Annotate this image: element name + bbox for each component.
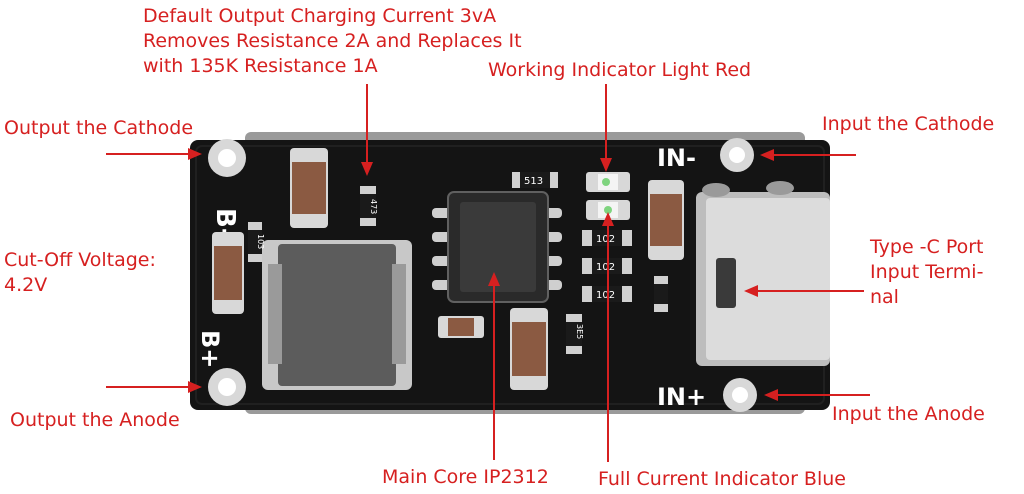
capacitor bbox=[648, 180, 684, 260]
resistor-code: 473 bbox=[369, 199, 378, 214]
output-cathode-label: Output the Cathode bbox=[4, 117, 194, 139]
ip2312-chip bbox=[432, 191, 562, 303]
cutoff-voltage-line-2: 4.2V bbox=[4, 274, 48, 296]
resistor-code: 103 bbox=[256, 234, 265, 249]
type-c-port bbox=[696, 181, 830, 366]
capacitor bbox=[438, 316, 484, 338]
cutoff-voltage-line-1: Cut-Off Voltage: bbox=[4, 249, 156, 271]
default-current-line-3: with 135K Resistance 1A bbox=[143, 55, 378, 77]
type-c-line-3: nal bbox=[870, 286, 899, 308]
resistor-473: 473 bbox=[360, 186, 378, 226]
capacitor bbox=[510, 308, 548, 390]
resistor-3e5: 3E5 bbox=[566, 314, 584, 354]
in-plus-silkscreen: IN+ bbox=[657, 383, 706, 411]
capacitor bbox=[212, 232, 244, 314]
input-anode-label: Input the Anode bbox=[832, 403, 985, 425]
inductor bbox=[262, 240, 412, 390]
output-cathode-pad bbox=[208, 139, 246, 177]
main-core-label: Main Core IP2312 bbox=[382, 466, 549, 488]
resistor-code: 102 bbox=[596, 234, 615, 245]
resistor-code: 513 bbox=[524, 176, 543, 187]
output-anode-pad bbox=[208, 368, 246, 406]
red-led bbox=[586, 172, 630, 192]
input-cathode-label: Input the Cathode bbox=[822, 113, 995, 135]
default-current-label: Default Output Charging Current 3vA Remo… bbox=[143, 4, 522, 79]
capacitor bbox=[290, 148, 328, 228]
resistor-513: 513 bbox=[512, 172, 558, 188]
resistor bbox=[654, 276, 668, 312]
output-anode-label: Output the Anode bbox=[10, 409, 180, 431]
default-current-line-2: Removes Resistance 2A and Replaces It bbox=[143, 30, 522, 52]
full-current-indicator-label: Full Current Indicator Blue bbox=[598, 468, 846, 490]
input-anode-pad bbox=[723, 378, 757, 412]
b-plus-silkscreen: B+ bbox=[196, 330, 224, 368]
type-c-line-1: Type -C Port bbox=[870, 236, 984, 258]
leader-lines bbox=[106, 84, 870, 462]
input-cathode-pad bbox=[720, 138, 754, 172]
working-indicator-label: Working Indicator Light Red bbox=[488, 59, 752, 81]
type-c-port-label: Type -C Port Input Termi- nal bbox=[870, 235, 984, 310]
resistor-code: 102 bbox=[596, 290, 615, 301]
blue-led bbox=[586, 200, 630, 220]
default-current-line-1: Default Output Charging Current 3vA bbox=[143, 5, 497, 27]
resistor-code: 3E5 bbox=[575, 324, 584, 339]
type-c-line-2: Input Termi- bbox=[870, 261, 984, 283]
resistor-103: 103 bbox=[248, 222, 265, 262]
resistor-code: 102 bbox=[596, 262, 615, 273]
in-minus-silkscreen: IN- bbox=[657, 144, 696, 172]
cutoff-voltage-label: Cut-Off Voltage: 4.2V bbox=[4, 248, 156, 298]
